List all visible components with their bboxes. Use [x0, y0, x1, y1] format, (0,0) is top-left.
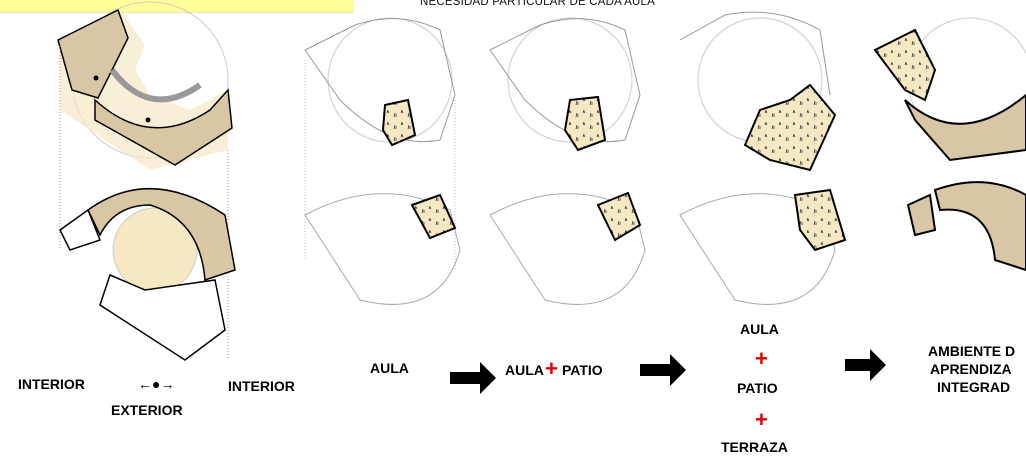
arrow-right-icon	[670, 354, 686, 386]
diagram-heading: NECESIDAD PARTICULAR DE CADA AULA	[420, 0, 655, 8]
legend-bottom-label: EXTERIOR	[111, 402, 183, 418]
step1-bottom-plan	[304, 193, 461, 305]
step4-label-line1: AMBIENTE D	[928, 343, 1016, 359]
arrow-right-icon	[870, 349, 886, 381]
step4-top-plan	[873, 17, 1026, 162]
step2-label-patio: PATIO	[562, 362, 603, 378]
legend-bottom-plan	[59, 187, 236, 361]
step2-plus: +	[545, 356, 558, 381]
step3-plus-1: +	[755, 346, 768, 371]
step2-bottom-plan	[489, 191, 646, 305]
step3-label-terraza: TERRAZA	[721, 439, 788, 455]
step3-label-patio: PATIO	[737, 380, 778, 396]
double-arrow-connector-icon: ←●→	[138, 376, 175, 392]
step2-label-aula: AULA	[505, 362, 544, 378]
step3-plus-2: +	[755, 407, 768, 432]
step1-top-plan	[304, 17, 456, 270]
step1-label: AULA	[370, 360, 409, 376]
step4-bottom-plan	[906, 181, 1026, 272]
legend-right-label: INTERIOR	[228, 378, 295, 394]
step4-label-line3: INTEGRAD	[937, 379, 1011, 395]
arrow-right-icon	[480, 362, 496, 394]
legend-left-label: INTERIOR	[18, 376, 85, 392]
step3-bottom-plan	[679, 188, 847, 305]
step3-label-aula: AULA	[740, 321, 779, 337]
step2-top-plan	[489, 17, 641, 152]
step3-top-plan	[679, 11, 837, 172]
step4-label-line2: APRENDIZA	[930, 361, 1012, 377]
